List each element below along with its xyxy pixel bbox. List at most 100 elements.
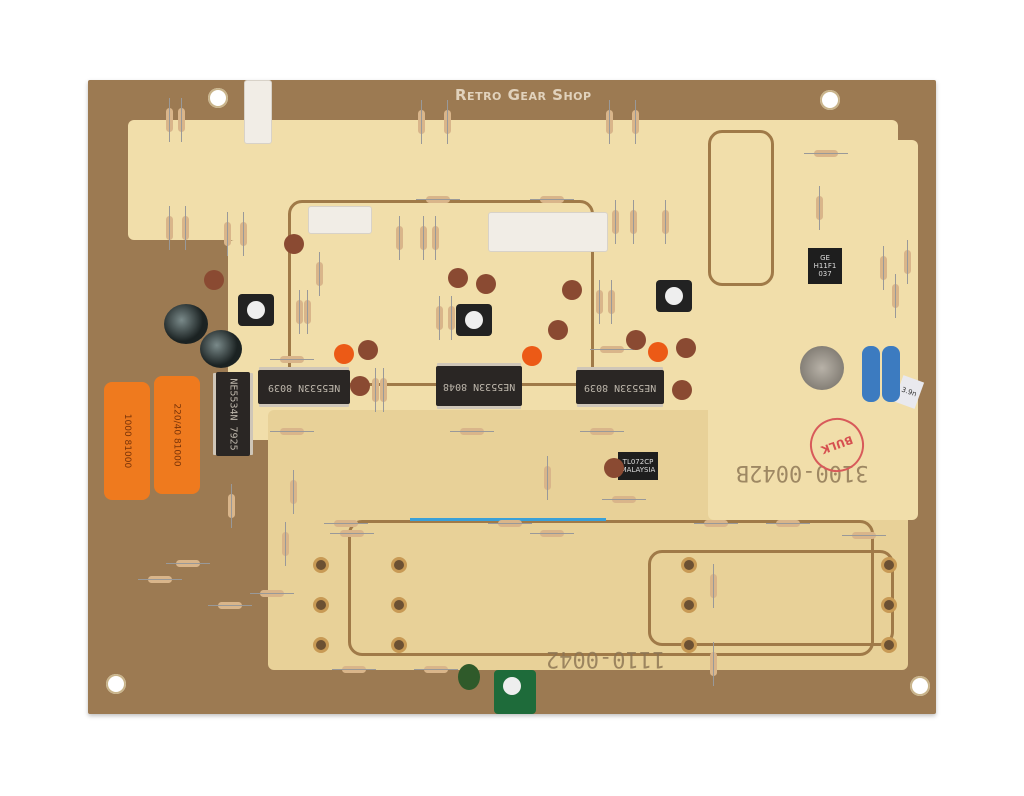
resistor [166, 206, 173, 250]
resistor [372, 368, 379, 412]
resistor [166, 98, 173, 142]
resistor [228, 484, 235, 528]
trimmer-potentiometer[interactable] [238, 294, 274, 326]
resistor [282, 522, 289, 566]
resistor [270, 428, 314, 435]
electrolytic-capacitor-small [200, 330, 242, 368]
resistor [880, 246, 887, 290]
resistor [290, 470, 297, 514]
resistor [208, 602, 252, 609]
circuit-board [88, 80, 936, 714]
trace [708, 130, 774, 286]
resistor [418, 100, 425, 144]
resistor [396, 216, 403, 260]
resistor [304, 290, 311, 334]
ceramic-capacitor [562, 280, 582, 300]
ceramic-capacitor [548, 320, 568, 340]
solder-pad [316, 600, 326, 610]
jumper-wire [410, 518, 606, 521]
mounting-hole [208, 88, 228, 108]
resistor [380, 368, 387, 412]
resistor [224, 212, 231, 256]
solder-pad [684, 640, 694, 650]
resistor [710, 642, 717, 686]
electrolytic-capacitor: 220/40 81000 [154, 376, 200, 494]
resistor [710, 564, 717, 608]
resistor [606, 100, 613, 144]
solder-pad [316, 640, 326, 650]
resistor [904, 240, 911, 284]
resistor [448, 296, 455, 340]
ic-chip: NE5534N 7925 [216, 372, 250, 456]
ceramic-capacitor [676, 338, 696, 358]
power-resistor [244, 80, 272, 144]
resistor [488, 520, 532, 527]
power-resistor [308, 206, 372, 234]
resistor [182, 206, 189, 250]
resistor [420, 216, 427, 260]
resistor [414, 666, 458, 673]
resistor [436, 296, 443, 340]
resistor [602, 496, 646, 503]
resistor [630, 200, 637, 244]
resistor [842, 532, 886, 539]
resistor [444, 100, 451, 144]
resistor [892, 274, 899, 318]
solder-pad [884, 560, 894, 570]
ceramic-capacitor [626, 330, 646, 350]
resistor [804, 150, 848, 157]
crystal-can [800, 346, 844, 390]
resistor [590, 346, 634, 353]
resistor [178, 98, 185, 142]
ceramic-capacitor [284, 234, 304, 254]
mounting-hole [106, 674, 126, 694]
resistor [544, 456, 551, 500]
ceramic-capacitor [522, 346, 542, 366]
ceramic-capacitor [448, 268, 468, 288]
trimmer-potentiometer[interactable] [456, 304, 492, 336]
resistor [612, 200, 619, 244]
solder-pad [394, 640, 404, 650]
solder-pad [394, 560, 404, 570]
resistor [816, 186, 823, 230]
trace [348, 520, 874, 656]
resistor [240, 212, 247, 256]
ceramic-capacitor [350, 376, 370, 396]
resistor [296, 290, 303, 334]
resistor [608, 280, 615, 324]
resistor [270, 356, 314, 363]
resistor [596, 280, 603, 324]
resistor [250, 590, 294, 597]
solder-pad [684, 560, 694, 570]
ceramic-capacitor [204, 270, 224, 290]
electrolytic-capacitor: 1000 81000 [104, 382, 150, 500]
electrolytic-capacitor-small [164, 304, 208, 344]
ic-chip: NE5533N 8048 [436, 366, 522, 406]
film-capacitor [882, 346, 900, 402]
resistor [330, 530, 374, 537]
trace [648, 550, 894, 646]
solder-pad [316, 560, 326, 570]
ceramic-capacitor [672, 380, 692, 400]
resistor [450, 428, 494, 435]
solder-pad [884, 640, 894, 650]
ceramic-capacitor [648, 342, 668, 362]
resistor [766, 520, 810, 527]
trimmer-potentiometer[interactable] [656, 280, 692, 312]
resistor [530, 530, 574, 537]
resistor [432, 216, 439, 260]
resistor [416, 196, 460, 203]
resistor [324, 520, 368, 527]
optocoupler-chip: GE H11F1 037 [808, 248, 842, 284]
resistor [662, 200, 669, 244]
resistor [138, 576, 182, 583]
resistor [530, 196, 574, 203]
resistor [580, 428, 624, 435]
led [458, 664, 480, 690]
power-resistor [488, 212, 608, 252]
ic-chip: TL072CP MALAYSIA [618, 452, 658, 480]
trimmer-potentiometer[interactable] [494, 670, 536, 714]
resistor [166, 560, 210, 567]
resistor [632, 100, 639, 144]
resistor [332, 666, 376, 673]
